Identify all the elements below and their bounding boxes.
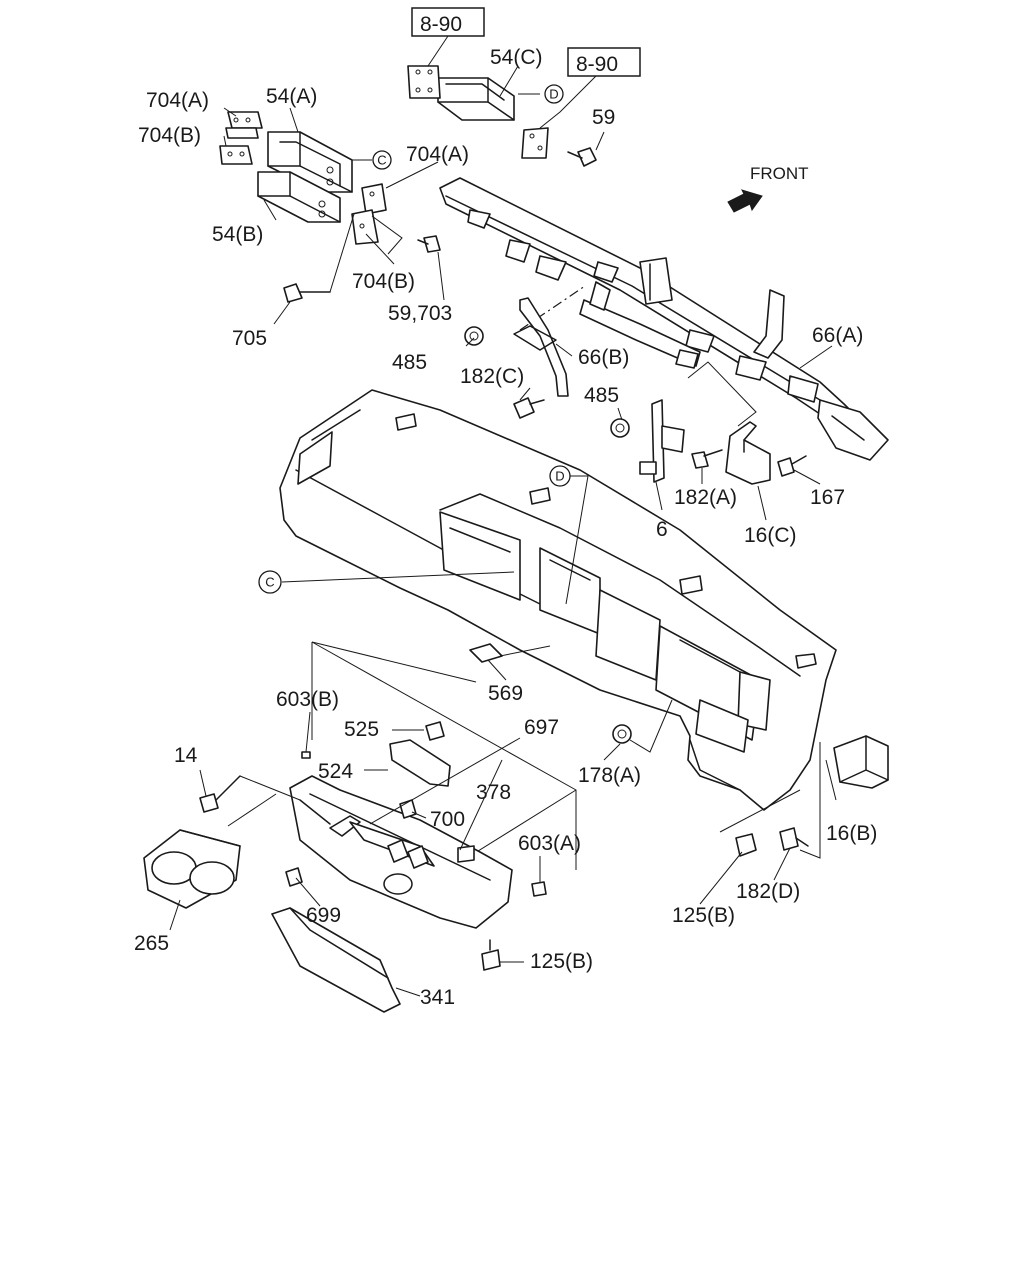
ref-890-b-label: 8-90	[576, 53, 618, 76]
bracket-890-right	[521, 127, 549, 159]
label-66b: 66(B)	[578, 346, 629, 369]
clip-125b-right	[735, 833, 757, 857]
nut-485-lower	[610, 418, 630, 438]
label-125b-bottom: 125(B)	[530, 950, 593, 973]
label-16c: 16(C)	[744, 524, 797, 547]
center-panel-697	[289, 775, 513, 929]
clip-603b	[301, 751, 311, 759]
label-167: 167	[810, 486, 845, 509]
clip-569	[469, 643, 503, 663]
label-54a: 54(A)	[266, 85, 317, 108]
label-524: 524	[318, 760, 353, 783]
label-182c: 182(C)	[460, 365, 524, 388]
callout-c-top-text: C	[377, 153, 386, 168]
part-labels: 54(C) 704(A) 54(A) 704(B) 59 704(A) FRON…	[134, 46, 877, 1009]
label-265: 265	[134, 932, 169, 955]
label-6: 6	[656, 518, 668, 541]
callout-d-mid-text: D	[555, 469, 564, 484]
instrument-panel	[279, 389, 837, 811]
label-569: 569	[488, 682, 523, 705]
nut-178a	[612, 724, 632, 744]
label-485-upper: 485	[392, 351, 427, 374]
label-54c: 54(C)	[490, 46, 543, 69]
screw-59	[567, 147, 597, 167]
callout-c-top: C	[372, 150, 392, 170]
pad-378	[457, 845, 475, 863]
bracket-704-mid	[351, 183, 403, 255]
bolt-182a	[691, 449, 723, 469]
ref-line-16b-bracket	[719, 789, 801, 833]
side-cover-16b	[833, 735, 889, 789]
label-485-lower: 485	[584, 384, 619, 407]
ref-line-705	[329, 213, 355, 293]
label-59-703: 59,703	[388, 302, 452, 325]
ref-box-890-a[interactable]: 8-90	[411, 7, 485, 37]
label-704a-mid: 704(A)	[406, 143, 469, 166]
label-525: 525	[344, 718, 379, 741]
bolt-182d	[779, 827, 809, 851]
ashtray-524	[389, 739, 451, 787]
bracket-890-left	[407, 65, 441, 99]
nut-485-upper	[464, 326, 484, 346]
label-341: 341	[420, 986, 455, 1009]
screw-525	[425, 721, 445, 741]
clip-699	[285, 867, 303, 887]
ref-line-569	[499, 645, 551, 657]
label-front: FRONT	[750, 164, 809, 183]
ref-line-14	[227, 775, 301, 827]
label-697: 697	[524, 716, 559, 739]
label-59: 59	[592, 106, 615, 129]
bracket-6	[639, 399, 685, 483]
label-699: 699	[306, 904, 341, 927]
label-16b: 16(B)	[826, 822, 877, 845]
screw-59-703	[417, 235, 441, 253]
bracket-66b	[513, 297, 569, 397]
bracket-704-top	[219, 111, 263, 165]
screw-14	[199, 775, 241, 813]
cover-16c	[725, 421, 771, 485]
label-704b-mid: 704(B)	[352, 270, 415, 293]
bolt-182c	[513, 397, 545, 419]
leader-lines	[169, 35, 837, 997]
label-178a: 178(A)	[578, 764, 641, 787]
glove-box-lid-341	[271, 907, 401, 1013]
callout-d-top: D	[544, 84, 564, 104]
label-700: 700	[430, 808, 465, 831]
label-125b-right: 125(B)	[672, 904, 735, 927]
storage-box-54a-54b	[257, 131, 353, 223]
callout-c-mid-text: C	[265, 575, 274, 590]
cross-car-beam-66a	[439, 177, 889, 461]
label-705: 705	[232, 327, 267, 350]
bolt-167	[777, 455, 807, 477]
label-704b-top: 704(B)	[138, 124, 201, 147]
label-14: 14	[174, 744, 198, 767]
ref-890-a-label: 8-90	[420, 13, 462, 36]
callout-d-mid: D	[549, 465, 571, 487]
callout-d-top-text: D	[549, 87, 558, 102]
clip-603a	[531, 881, 547, 897]
ref-box-890-b[interactable]: 8-90	[567, 47, 641, 77]
label-182d: 182(D)	[736, 880, 800, 903]
screw-705	[283, 283, 331, 303]
ref-line-178a	[629, 699, 673, 753]
label-603a: 603(A)	[518, 832, 581, 855]
label-54b: 54(B)	[212, 223, 263, 246]
ref-line-16b-vert	[799, 742, 821, 859]
front-arrow-icon	[727, 189, 763, 213]
clip-125b-bottom	[481, 939, 501, 971]
beam-projection-line	[519, 285, 586, 331]
label-603b: 603(B)	[276, 688, 339, 711]
label-378: 378	[476, 781, 511, 804]
label-182a: 182(A)	[674, 486, 737, 509]
storage-box-54c	[437, 77, 515, 121]
label-704a-top: 704(A)	[146, 89, 209, 112]
lower-cluster-guide	[311, 641, 477, 683]
label-66a: 66(A)	[812, 324, 863, 347]
callout-c-mid: C	[258, 570, 282, 594]
cup-holder-265	[143, 829, 241, 909]
beam-bracket-ref-line	[687, 361, 757, 427]
